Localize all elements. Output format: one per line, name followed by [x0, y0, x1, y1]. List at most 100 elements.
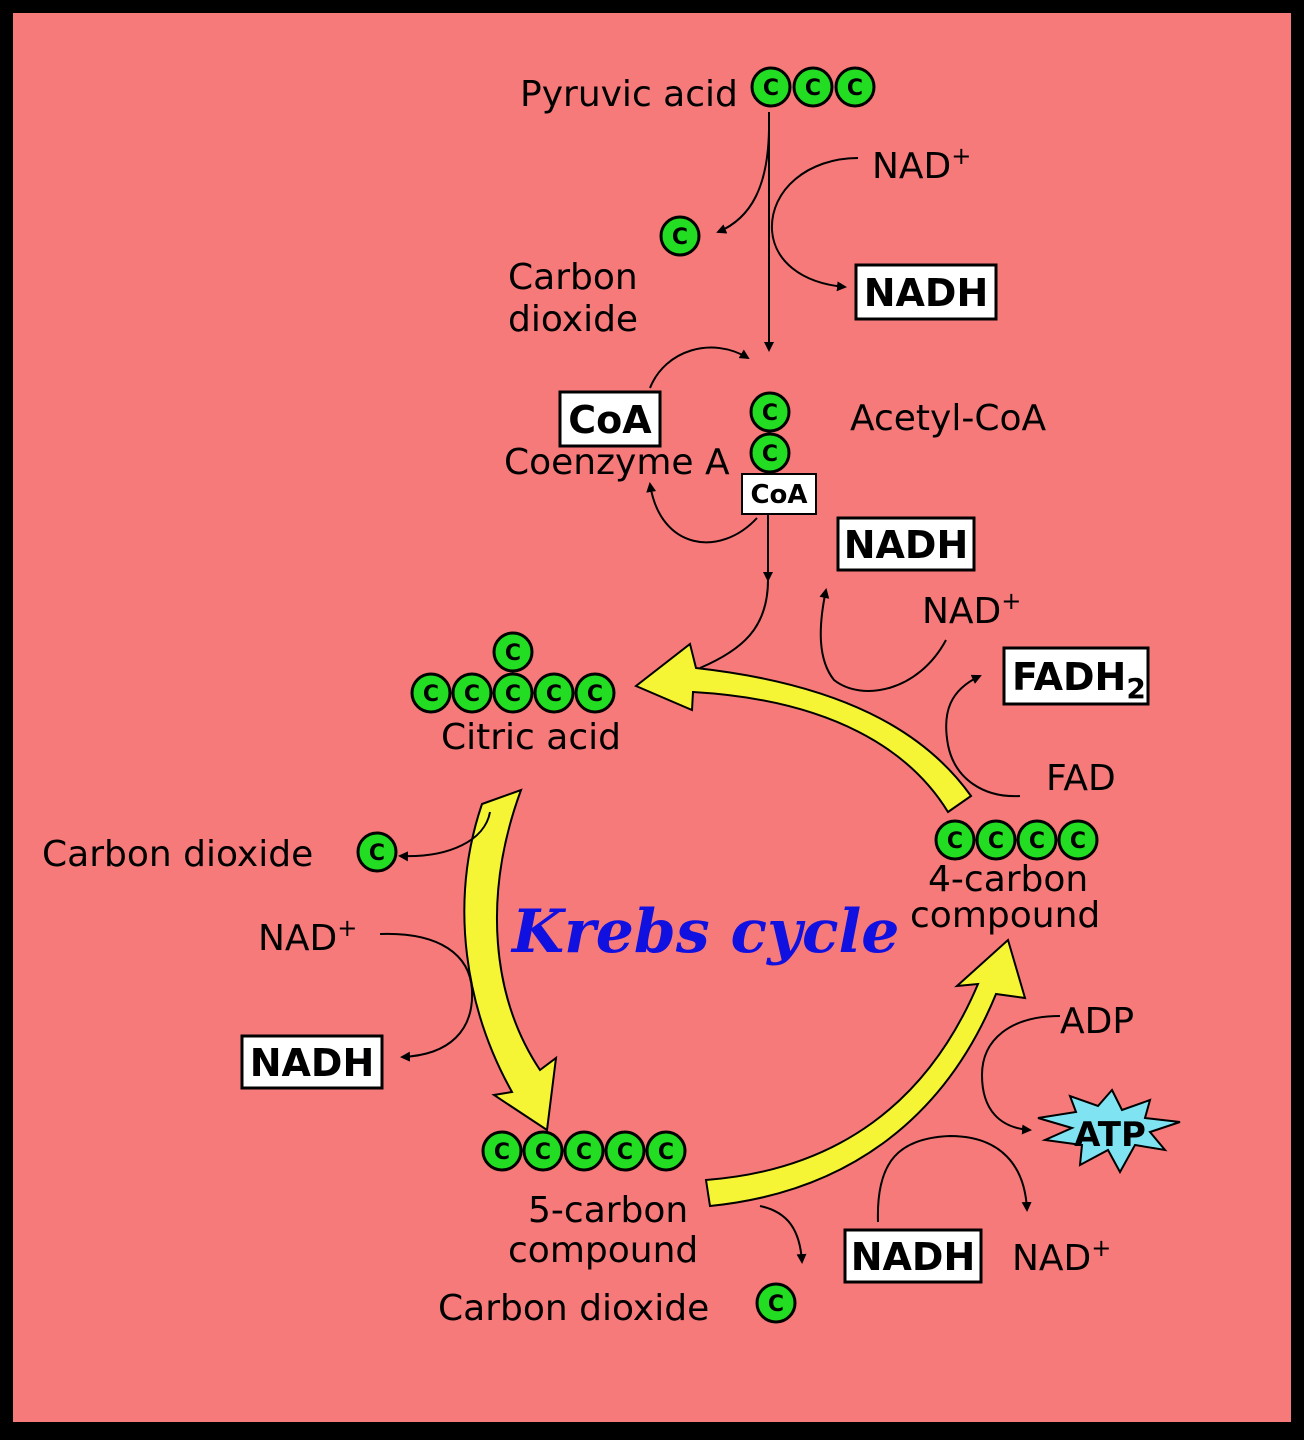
coa-box-small	[741, 473, 817, 515]
cycle-arrow-top	[634, 642, 973, 814]
label-acetyl-coa: Acetyl-CoA	[850, 398, 1047, 439]
boxed-molecules: NADH CoA CoA NADH FADH2 NADH NADH	[240, 263, 1150, 1284]
carbon-atom	[410, 672, 452, 714]
carbon-atom	[792, 66, 834, 108]
arrow-nad-to-nadh-top	[770, 157, 859, 292]
arrow-fad-to-fadh2	[945, 674, 1021, 798]
label-nad-right: NAD+	[922, 587, 1021, 632]
label-four-carbon-2: compound	[910, 895, 1100, 936]
carbon-atom	[934, 819, 976, 861]
atp-label: ATP	[1074, 1115, 1146, 1155]
label-fad: FAD	[1046, 758, 1116, 799]
carbon-letter: C	[546, 682, 562, 707]
coa-label-small: CoA	[750, 480, 807, 510]
carbon-letter: C	[494, 1140, 510, 1165]
carbon-atom-co2-bottom	[755, 1282, 797, 1324]
diagram-title: Krebs cycle	[510, 897, 899, 967]
carbon-atom-acetyl-1	[749, 391, 791, 433]
coa-label-large: CoA	[568, 398, 652, 442]
pyruvate-carbons: C C C	[750, 66, 876, 108]
carbon-letter: C	[587, 682, 603, 707]
citric-acid-carbons: C C C C C C	[410, 631, 616, 714]
nadh-label-left: NADH	[250, 1041, 375, 1085]
label-pyruvic-acid: Pyruvic acid	[520, 74, 738, 115]
carbon-atom	[492, 672, 534, 714]
carbon-atom	[492, 631, 534, 673]
carbon-letter: C	[658, 1140, 674, 1165]
carbon-atom	[750, 66, 792, 108]
carbon-atom	[481, 1130, 523, 1172]
carbon-letter: C	[762, 401, 778, 426]
arrow-co2-release-left	[398, 811, 491, 862]
carbon-atom	[604, 1130, 646, 1172]
carbon-atom	[975, 819, 1017, 861]
carbon-letter: C	[947, 829, 963, 854]
carbon-atom-co2-top	[659, 215, 701, 257]
cycle-arrow-bottom	[704, 938, 1027, 1208]
carbon-letter: C	[768, 1292, 784, 1317]
carbon-letter: C	[423, 682, 439, 707]
carbon-letter: C	[1029, 829, 1045, 854]
carbon-atom	[1016, 819, 1058, 861]
label-carbon-dioxide-left: Carbon dioxide	[42, 834, 313, 875]
carbon-letter: C	[369, 841, 385, 866]
carbon-atom-co2-left	[356, 831, 398, 873]
atp-star-shape	[1037, 1088, 1181, 1175]
carbon-atom	[451, 672, 493, 714]
label-carbon-dioxide-top-2: dioxide	[508, 299, 638, 340]
label-carbon-dioxide-top-1: Carbon	[508, 257, 638, 298]
arrow-nad-to-nadh-left	[379, 932, 474, 1062]
carbon-atom	[563, 1130, 605, 1172]
carbon-letter: C	[505, 641, 521, 666]
label-five-carbon-2: compound	[508, 1230, 698, 1271]
arrow-co2-release-top	[716, 129, 770, 234]
arrow-nad-to-nadh-right	[819, 588, 947, 692]
carbon-atom	[834, 66, 876, 108]
label-five-carbon-1: 5-carbon	[528, 1190, 688, 1231]
background	[3, 3, 1301, 1432]
nadh-label-upper-right: NADH	[844, 523, 969, 567]
fadh2-label: FADH2	[1012, 655, 1146, 705]
five-carbon-carbons: C C C C C	[481, 1130, 687, 1172]
fadh2-box	[1002, 646, 1150, 706]
carbon-letter: C	[535, 1140, 551, 1165]
carbon-letter: C	[805, 76, 821, 101]
carbon-atoms: C C C C C C C C C C C C C	[356, 66, 1099, 1324]
arrow-adp-to-atp	[980, 1015, 1061, 1135]
carbon-letter: C	[763, 76, 779, 101]
label-nad-bottom: NAD+	[1012, 1234, 1111, 1279]
cycle-arrow-left	[463, 788, 558, 1132]
arrow-co2-release-bottom	[759, 1205, 807, 1264]
arrow-nadh-to-nad-bottom	[876, 1134, 1032, 1223]
carbon-letter: C	[505, 682, 521, 707]
arrow-coenzyme-a-release	[646, 482, 758, 544]
cycle-arrows	[463, 642, 1027, 1208]
arrow-coa-in	[649, 346, 750, 389]
carbon-letter: C	[988, 829, 1004, 854]
label-coenzyme-a: Coenzyme A	[504, 442, 730, 483]
carbon-letter: C	[464, 682, 480, 707]
nadh-box-upper-right	[836, 516, 976, 572]
carbon-atom-acetyl-2	[749, 432, 791, 474]
carbon-letter: C	[617, 1140, 633, 1165]
carbon-atom	[574, 672, 616, 714]
label-citric-acid: Citric acid	[441, 717, 621, 758]
four-carbon-carbons: C C C C	[934, 819, 1099, 861]
nadh-label-bottom: NADH	[851, 1235, 976, 1279]
carbon-letter: C	[672, 225, 688, 250]
arrow-acetyl-to-citric	[699, 579, 769, 669]
carbon-letter: C	[847, 76, 863, 101]
label-adp: ADP	[1060, 1001, 1134, 1042]
labels: Pyruvic acid NAD+ Carbon dioxide Acetyl-…	[42, 74, 1134, 1329]
label-nad-left: NAD+	[258, 914, 357, 959]
coa-box-large	[558, 390, 662, 448]
reaction-arrows	[379, 112, 1061, 1264]
atp-star: ATP	[1037, 1088, 1181, 1175]
carbon-atom	[1057, 819, 1099, 861]
carbon-atom	[522, 1130, 564, 1172]
label-nad-top: NAD+	[872, 142, 971, 187]
label-four-carbon-1: 4-carbon	[928, 859, 1088, 900]
label-carbon-dioxide-bottom: Carbon dioxide	[438, 1288, 709, 1329]
